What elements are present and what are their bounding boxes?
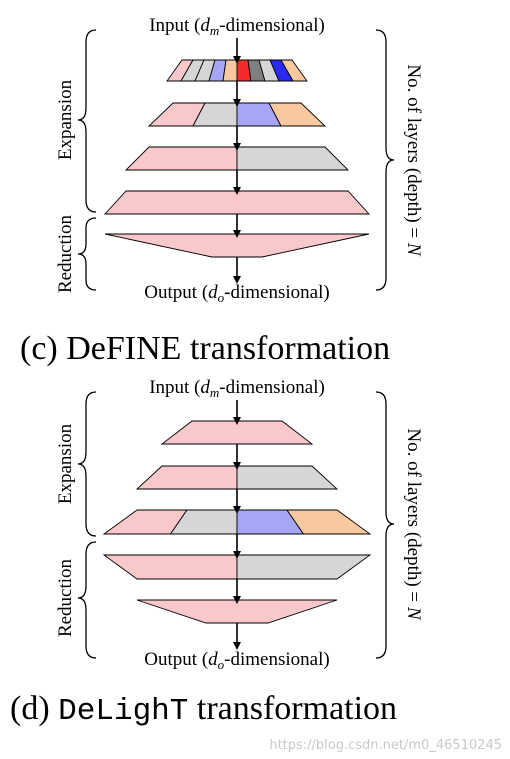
- panel-d-layers: [102, 400, 372, 650]
- panel-c-layer-3: [124, 146, 350, 171]
- panel-c-layer-4: [103, 190, 371, 215]
- panel-c-layers: [103, 38, 371, 284]
- panel-c: Input (dm-dimensional) Output (do-dimens…: [55, 15, 424, 305]
- panel-d-layer-5: [136, 599, 338, 624]
- panel-c-layer-2: [147, 102, 327, 127]
- panel-d-layer-5-group-1: [136, 599, 338, 624]
- panel-d-expansion-brace: [77, 391, 97, 537]
- panel-c-reduction-label: Reduction: [55, 214, 76, 293]
- panel-d-expansion-label: Expansion: [55, 423, 76, 504]
- panel-d-reduction-label: Reduction: [55, 558, 76, 637]
- panel-d-layer-4-group-2: [236, 554, 372, 580]
- panel-c-expansion-label: Expansion: [55, 79, 76, 160]
- panel-c-layer-1-group-10: [280, 59, 308, 82]
- panel-c-expansion-brace: [77, 29, 97, 213]
- panel-d-input-label: Input (dm-dimensional): [149, 377, 325, 400]
- panel-c-layer-5: [104, 233, 370, 258]
- panel-c-depth-brace: [375, 29, 395, 291]
- panel-c-layer-2-group-4: [268, 102, 327, 127]
- panel-c-layer-4-group-1: [103, 190, 371, 215]
- panel-c-layer-3-group-1: [124, 146, 238, 171]
- panel-d-layer-2: [135, 465, 339, 490]
- panel-c-input-label: Input (dm-dimensional): [149, 15, 325, 38]
- panel-c-layer-1: [166, 59, 308, 82]
- panel-d-layer-2-group-1: [135, 465, 238, 490]
- panel-d-depth-brace: [375, 391, 395, 659]
- panel-d: Input (dm-dimensional) Output (do-dimens…: [55, 377, 424, 672]
- panel-d-reduction-brace: [77, 541, 97, 659]
- panel-c-layer-5-group-1: [104, 233, 370, 258]
- panel-d-layer-4-group-1: [102, 554, 238, 580]
- panel-c-layer-3-group-2: [236, 146, 350, 171]
- panel-d-layer-4: [102, 554, 372, 580]
- panel-d-layer-2-group-2: [236, 465, 339, 490]
- panel-d-depth-label: No. of layers (depth) = N: [403, 428, 424, 621]
- panel-d-caption: (d) DeLighT transformation: [10, 690, 398, 729]
- panel-d-layer-3-group-4: [286, 509, 372, 535]
- panel-c-reduction-brace: [77, 217, 97, 291]
- panel-c-output-label: Output (do-dimensional): [144, 282, 329, 305]
- watermark: https://blog.csdn.net/m0_46510245: [269, 738, 502, 753]
- panel-c-caption: (c) DeFINE transformation: [20, 330, 391, 367]
- panel-d-output-label: Output (do-dimensional): [144, 649, 329, 672]
- panel-c-layer-1-group-5: [222, 59, 238, 82]
- panel-d-layer-1-group-1: [160, 420, 314, 445]
- panel-d-layer-1: [160, 420, 314, 445]
- panel-d-layer-3: [102, 509, 372, 535]
- panel-c-depth-label: No. of layers (depth) = N: [403, 64, 424, 257]
